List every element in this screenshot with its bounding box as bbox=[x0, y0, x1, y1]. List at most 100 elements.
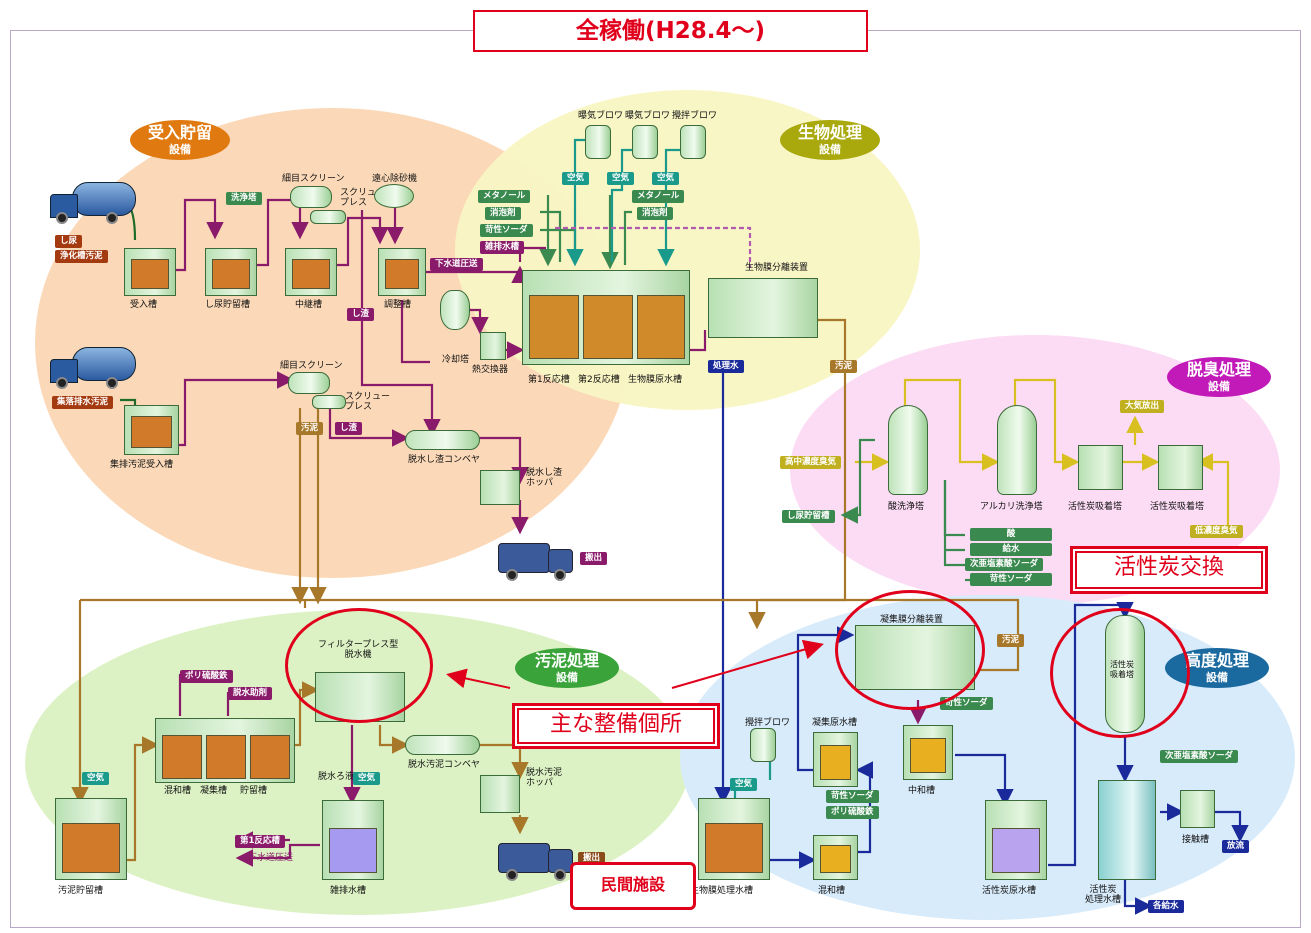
label-second-reactor: 第2反応槽 bbox=[578, 375, 620, 385]
tag-caustic-1: 苛性ソーダ bbox=[480, 224, 533, 237]
zone-badge-receiving: 受入貯留設備 bbox=[130, 120, 230, 160]
aeration-blower-2 bbox=[632, 125, 658, 159]
label-storage-tank: 貯留槽 bbox=[240, 786, 268, 796]
tag-sludge-1: 汚泥 bbox=[296, 422, 324, 435]
tag-to-first-reactor: 第1反応槽 bbox=[235, 835, 285, 848]
label-sludge-hopper: 脱水汚泥 ホッパ bbox=[526, 768, 563, 788]
tag-caustic-3: 苛性ソーダ bbox=[940, 697, 993, 710]
tag-sludge-3: 汚泥 bbox=[997, 634, 1025, 647]
screw-press-2 bbox=[312, 395, 346, 409]
neutral-tank bbox=[903, 725, 953, 780]
label-acid-scrubber: 酸洗浄塔 bbox=[888, 502, 925, 512]
zone-sludge-title: 汚泥処理 bbox=[534, 651, 599, 670]
tag-misc-drain: 雑排水槽 bbox=[480, 241, 525, 254]
carbon-raw-tank bbox=[985, 800, 1047, 880]
label-bio-membrane-sep: 生物膜分離装置 bbox=[745, 263, 809, 273]
dewater-hopper bbox=[480, 470, 520, 505]
nightsoil-storage-tank bbox=[205, 248, 257, 296]
zone-receiving-sub: 設備 bbox=[169, 143, 191, 156]
tag-atmos-release: 大気放出 bbox=[1120, 400, 1165, 413]
label-stir-blower-1: 攪拌ブロワ bbox=[672, 111, 718, 121]
highlight-coag-membrane bbox=[835, 590, 985, 710]
tag-methanol-1: メタノール bbox=[478, 190, 531, 203]
label-screw-press-1: スクリュー プレス bbox=[340, 188, 386, 208]
label-flocculation-tank: 凝集槽 bbox=[200, 786, 228, 796]
label-carbon-adsorber-1: 活性炭吸着塔 bbox=[1068, 502, 1123, 512]
rural-receiving-tank bbox=[124, 405, 179, 455]
carbon-adsorber-1 bbox=[1078, 445, 1123, 490]
tag-air-3: 空気 bbox=[652, 172, 680, 185]
tag-air-1: 空気 bbox=[562, 172, 590, 185]
label-alkali-scrubber: アルカリ洗浄塔 bbox=[980, 502, 1043, 512]
label-carbon-treated-tank: 活性炭 処理水槽 bbox=[1085, 885, 1122, 905]
tag-wash-tower: 洗浄塔 bbox=[226, 192, 262, 205]
sludge-storage-tank bbox=[55, 798, 127, 880]
stir-blower-2 bbox=[750, 728, 776, 762]
grit-separator bbox=[374, 184, 414, 208]
carbon-treated-tank bbox=[1098, 780, 1156, 880]
acid-scrubber bbox=[888, 405, 928, 495]
highlight-carbon-adsorber bbox=[1050, 608, 1190, 738]
zone-receiving-title: 受入貯留 bbox=[147, 123, 212, 142]
tag-carry-out-2: 搬出 bbox=[578, 852, 606, 865]
zone-deodorizing-title: 脱臭処理 bbox=[1186, 360, 1251, 379]
tag-high-odor: 高中濃度臭気 bbox=[780, 456, 842, 469]
tag-poly-ferric-1: ポリ硫酸鉄 bbox=[180, 670, 233, 683]
label-carbon-adsorber-2: 活性炭吸着塔 bbox=[1150, 502, 1205, 512]
highlight-filter-press bbox=[285, 608, 433, 723]
tag-caustic-2: 苛性ソーダ bbox=[970, 573, 1052, 586]
label-heat-exchanger: 熱交換器 bbox=[472, 365, 509, 375]
tag-night-soil: し尿 bbox=[55, 235, 83, 248]
fine-screen-2 bbox=[288, 372, 330, 394]
tag-sewer-pressure-1: 下水道圧送 bbox=[430, 258, 483, 271]
label-neutral-tank: 中和槽 bbox=[908, 786, 936, 796]
zone-advanced-sub: 設備 bbox=[1206, 671, 1228, 684]
stir-blower-1 bbox=[680, 125, 706, 159]
tag-methanol-2: メタノール bbox=[632, 190, 685, 203]
zone-biological-title: 生物処理 bbox=[797, 123, 862, 142]
sludge-hopper bbox=[480, 775, 520, 813]
label-first-reactor: 第1反応槽 bbox=[528, 375, 570, 385]
carbon-adsorber-2 bbox=[1158, 445, 1203, 490]
relay-tank bbox=[285, 248, 337, 296]
label-coag-raw-tank: 凝集原水槽 bbox=[812, 718, 858, 728]
tag-air-4: 空気 bbox=[82, 772, 110, 785]
tag-rural-sludge: 集落排水汚泥 bbox=[52, 396, 114, 409]
label-dewater-hopper: 脱水し渣 ホッパ bbox=[526, 468, 563, 488]
label-grit-separator: 遠心除砂機 bbox=[372, 174, 418, 184]
tag-to-nightsoil: し尿貯留槽 bbox=[782, 510, 835, 523]
dump-truck-2 bbox=[498, 835, 576, 885]
label-misc-drain-tank: 雑排水槽 bbox=[330, 886, 367, 896]
tag-dewater-aid: 脱水助剤 bbox=[228, 687, 273, 700]
bio-treated-tank bbox=[698, 798, 770, 880]
label-carbon-raw-tank: 活性炭原水槽 bbox=[982, 886, 1037, 896]
zone-biological-sub: 設備 bbox=[819, 143, 841, 156]
aeration-blower-1 bbox=[585, 125, 611, 159]
label-fine-screen-1: 細目スクリーン bbox=[282, 174, 345, 184]
tag-carry-out-1: 搬出 bbox=[580, 552, 608, 565]
label-sewer-pressure-2: 下水道圧送 bbox=[248, 853, 294, 863]
tag-supply-water: 給水 bbox=[970, 543, 1052, 556]
label-contact-tank: 接触槽 bbox=[1182, 835, 1210, 845]
contact-tank bbox=[1180, 790, 1215, 828]
label-screw-press-2: スクリュー プレス bbox=[345, 392, 391, 412]
bio-reactor-block bbox=[522, 270, 690, 365]
label-bio-treated-tank: 生物膜処理水槽 bbox=[690, 886, 754, 896]
tag-air-6: 空気 bbox=[730, 778, 758, 791]
coag-raw-tank bbox=[813, 732, 858, 787]
label-nightsoil-storage: し尿貯留槽 bbox=[205, 300, 251, 310]
callout-carbon-exchange: 活性炭交換 bbox=[1070, 546, 1268, 594]
bio-membrane-separator bbox=[708, 278, 818, 338]
label-bio-membrane-raw: 生物膜原水槽 bbox=[628, 375, 683, 385]
vacuum-truck-1 bbox=[50, 180, 136, 228]
callout-main-work-text: 主な整備個所 bbox=[515, 706, 717, 746]
tag-hypochlorite-2: 次亜塩素酸ソーダ bbox=[1160, 750, 1239, 763]
sludge-conveyor bbox=[405, 735, 480, 755]
tag-defoamer-1: 消泡剤 bbox=[485, 207, 521, 220]
tag-sludge-2: 汚泥 bbox=[830, 360, 858, 373]
label-fine-screen-2: 細目スクリーン bbox=[280, 361, 343, 371]
label-mix-tank-2: 混和槽 bbox=[818, 886, 846, 896]
label-aeration-blower-1: 曝気ブロワ bbox=[578, 111, 624, 121]
zone-sludge-sub: 設備 bbox=[556, 671, 578, 684]
